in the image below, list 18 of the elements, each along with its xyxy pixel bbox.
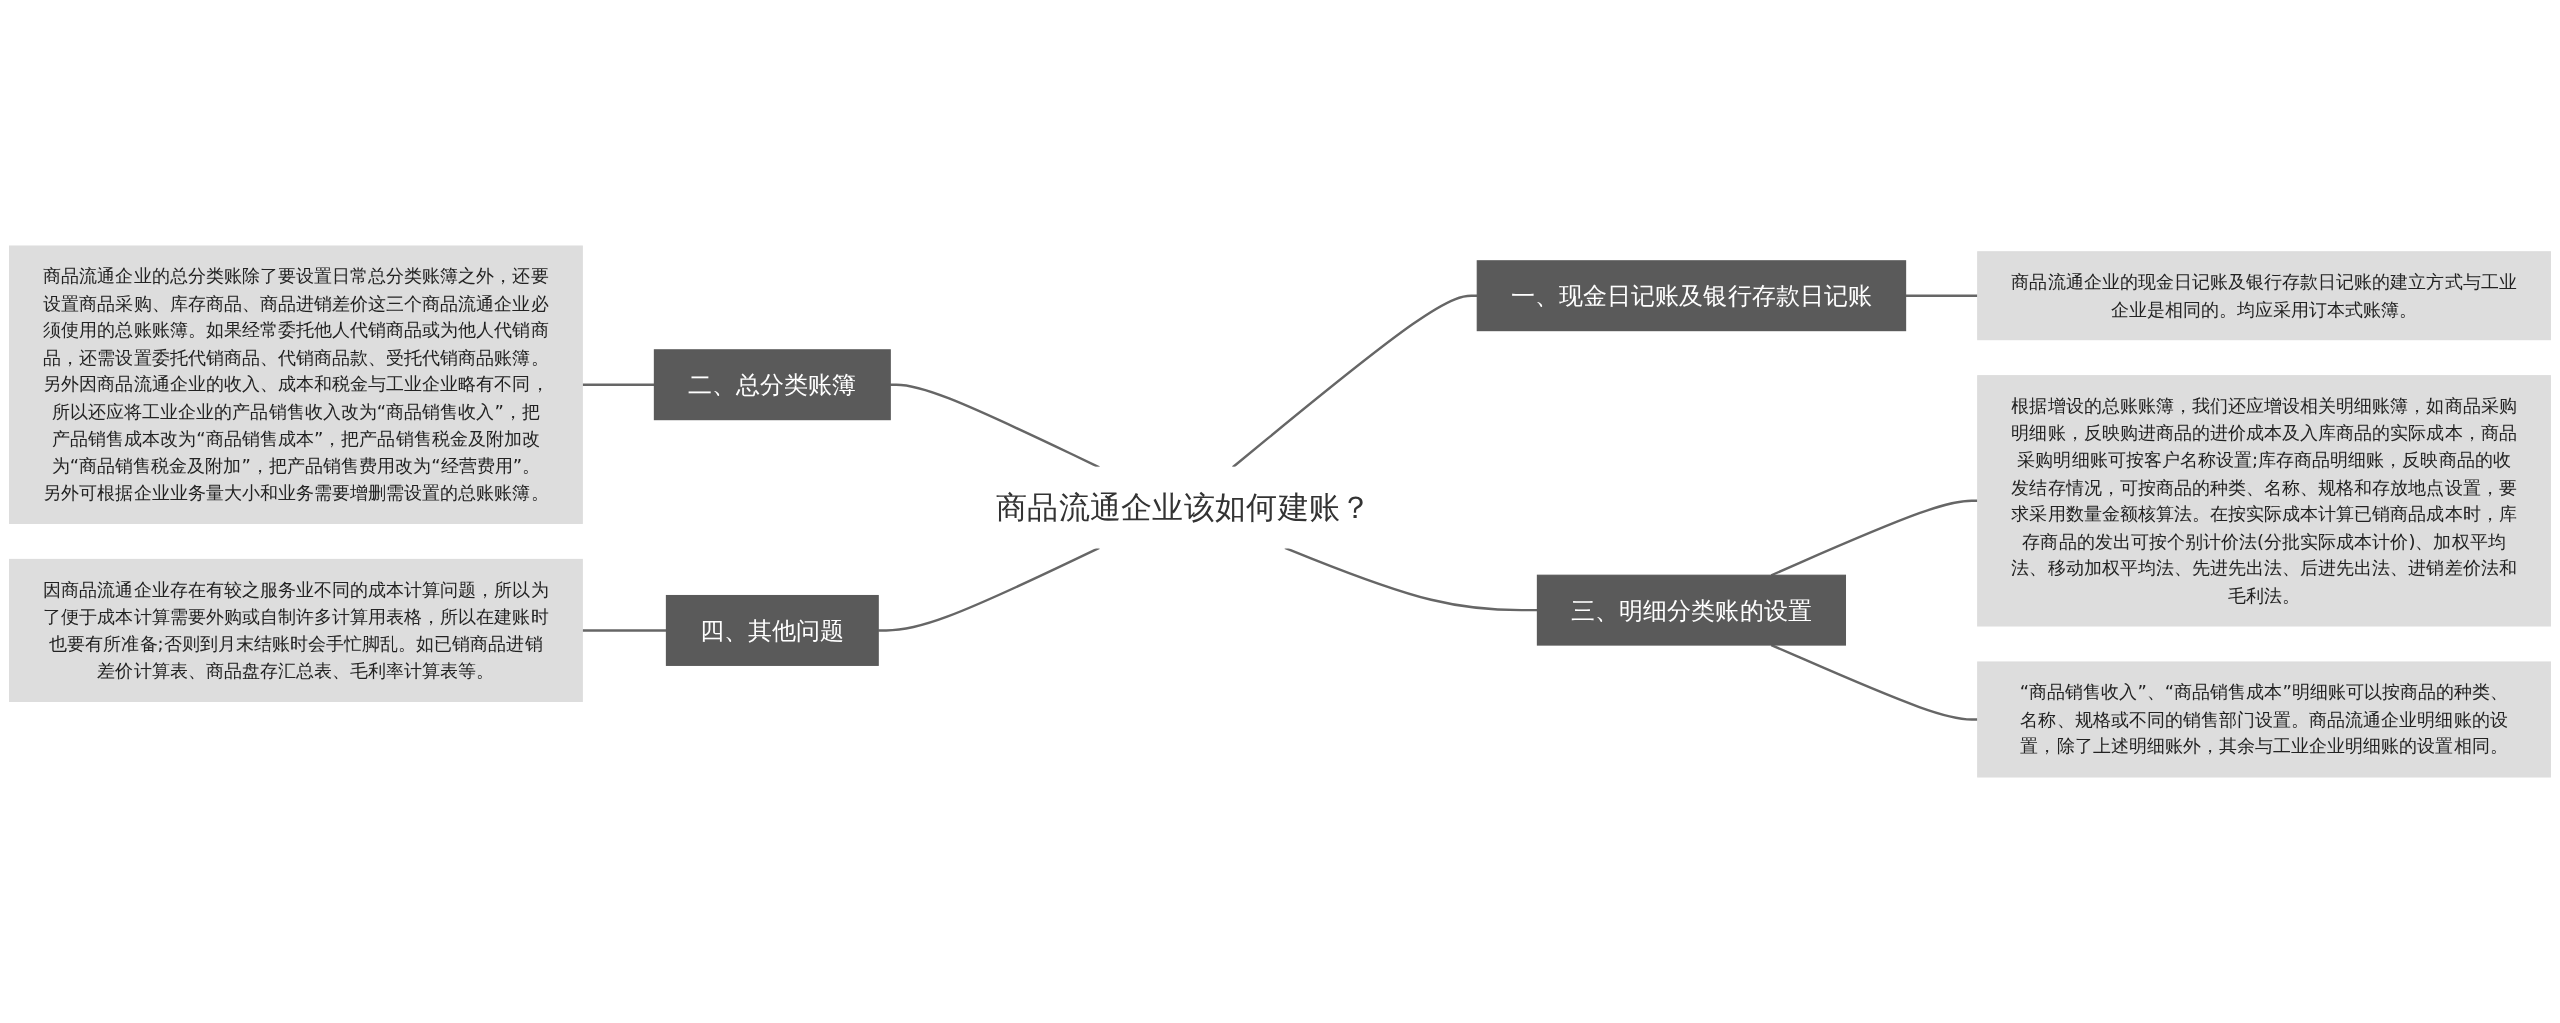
- node-box: [1536, 574, 1846, 646]
- node-text: 商品流通企业该如何建账？: [996, 488, 1372, 526]
- connector: [1905, 294, 1978, 297]
- connector: [890, 383, 1100, 469]
- connector: [582, 629, 667, 632]
- node-box: [1977, 375, 2551, 627]
- connector: [878, 546, 1100, 632]
- node-box: [665, 594, 879, 666]
- connector: [582, 383, 655, 386]
- node-box: [9, 245, 583, 524]
- node-box: [653, 349, 891, 421]
- connector: [1770, 499, 1978, 577]
- node-box: [1977, 251, 2551, 341]
- connector: [1284, 546, 1538, 612]
- node-box: [1977, 661, 2551, 778]
- node-box: [1476, 260, 1907, 332]
- connector: [1231, 294, 1478, 469]
- node-box: [9, 558, 583, 702]
